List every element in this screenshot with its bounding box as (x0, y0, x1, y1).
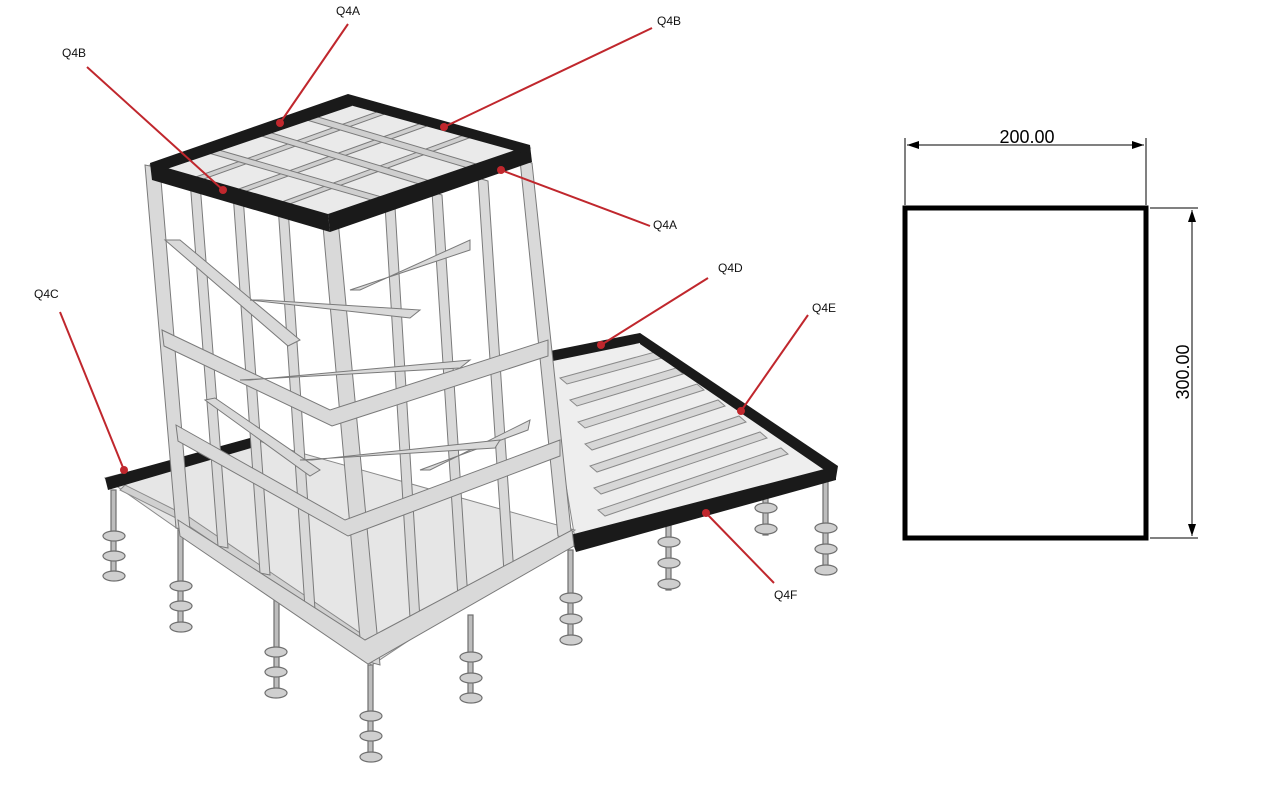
roof-back-right-beam (346, 94, 530, 154)
height-label: 300.00 (1173, 344, 1193, 399)
deck-side-beam (640, 333, 838, 478)
callout-dot (702, 509, 710, 517)
pile (559, 549, 583, 646)
callout-leader (59, 311, 125, 471)
callout-right-deck-side: Q4E (737, 301, 836, 415)
callout-right-deck-front: Q4F (702, 509, 797, 602)
roof-front-left-beam (150, 163, 330, 232)
callout-dot (120, 466, 128, 474)
frame-model (102, 94, 838, 763)
callout-dot (440, 123, 448, 131)
section-outline (902, 205, 1149, 541)
cross-section: 200.00 300.00 (902, 127, 1198, 541)
pile (657, 519, 681, 591)
callout-label: Q4E (812, 301, 836, 315)
callout-top-right-beam: Q4B (440, 14, 681, 131)
pile (814, 477, 838, 576)
callout-leader (500, 169, 651, 227)
pile (102, 489, 126, 582)
right-deck (544, 333, 838, 552)
callout-left-deck-edge: Q4C (34, 287, 128, 474)
callout-dot (597, 341, 605, 349)
callout-leader (740, 314, 809, 412)
callout-dot (219, 186, 227, 194)
callouts: Q4A Q4B Q4B Q4A Q4C Q4D (34, 4, 836, 602)
pile (359, 664, 383, 763)
callout-dot (497, 166, 505, 174)
callout-leader (600, 277, 709, 346)
callout-top-right-front-beam: Q4A (497, 166, 677, 232)
callout-top-left-beam: Q4B (62, 46, 227, 194)
callout-dot (276, 119, 284, 127)
callout-leader (705, 512, 775, 584)
callout-label: Q4A (336, 4, 360, 18)
callout-label: Q4A (653, 218, 677, 232)
pile (169, 529, 193, 633)
callout-dot (737, 407, 745, 415)
tower-frame (144, 159, 575, 666)
callout-leader (443, 27, 653, 128)
callout-label: Q4C (34, 287, 59, 301)
callout-label: Q4B (62, 46, 86, 60)
pile (754, 494, 778, 536)
callout-right-deck-back: Q4D (597, 261, 743, 349)
roof-front-right-beam (328, 145, 532, 232)
callout-top-front-beam: Q4A (276, 4, 360, 127)
callout-leader (86, 66, 224, 191)
callout-label: Q4B (657, 14, 681, 28)
width-label: 200.00 (999, 127, 1054, 147)
callout-leader (279, 23, 349, 124)
width-dimension (904, 138, 1147, 205)
pile (264, 599, 288, 699)
callout-label: Q4F (774, 588, 797, 602)
roof-back-left-beam (150, 94, 352, 172)
deck-front-beam (570, 466, 836, 552)
roof (148, 94, 532, 232)
height-dimension (1150, 207, 1198, 539)
deck-back-beam (545, 333, 645, 362)
pile (459, 614, 483, 704)
callout-label: Q4D (718, 261, 743, 275)
